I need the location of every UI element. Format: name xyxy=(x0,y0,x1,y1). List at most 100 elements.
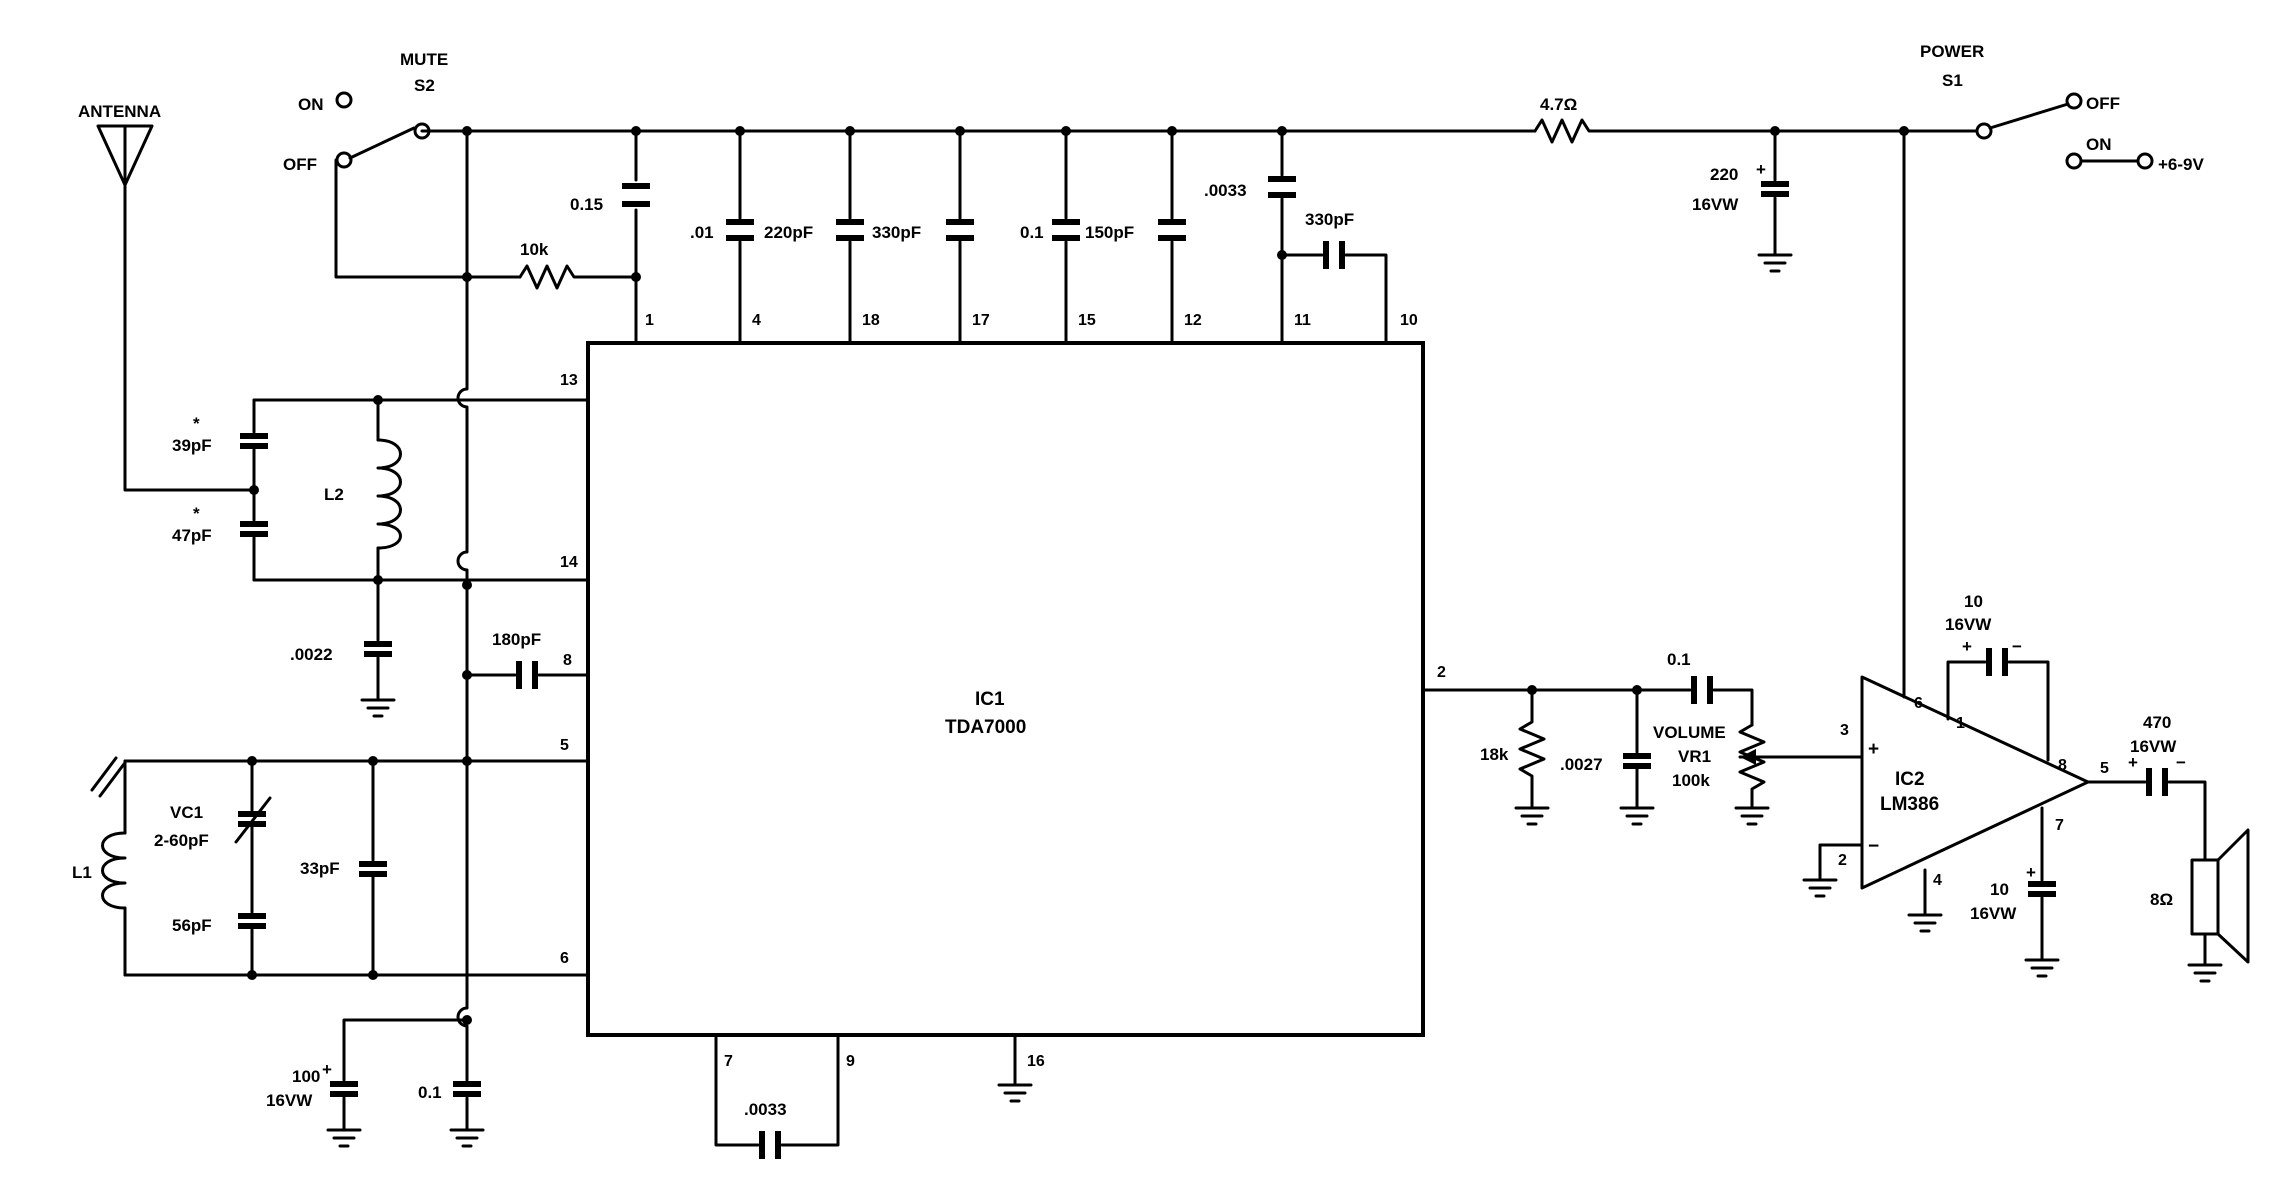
ic1-pin-11: 11 xyxy=(1294,312,1311,329)
plus-100: + xyxy=(322,1060,332,1079)
ic1-pin-5: 5 xyxy=(560,737,569,754)
volume-label: VOLUME xyxy=(1653,723,1726,742)
vr1-val-label: 100k xyxy=(1672,771,1710,790)
ic1-part: TDA7000 xyxy=(945,717,1026,738)
ic1-pin-10: 10 xyxy=(1400,312,1418,329)
ic2-plus: + xyxy=(1868,739,1879,760)
supply-voltage-label: +6-9V xyxy=(2158,155,2204,174)
bottom-left-decoupling: + 100 16VW 0.1 xyxy=(266,1018,485,1148)
c-180pf-label: 180pF xyxy=(492,630,541,649)
mute-ref-label: S2 xyxy=(414,76,435,95)
ic1-tda7000: IC1 TDA7000 xyxy=(586,341,1425,1037)
vr1-label: VR1 xyxy=(1678,747,1711,766)
ic1-bottom-pins: .0033 7 9 16 xyxy=(714,1033,1045,1159)
power-on-label: ON xyxy=(2086,135,2112,154)
c-470-v-label: 16VW xyxy=(2130,737,2177,756)
l1-label: L1 xyxy=(72,863,92,882)
ic1-pin-2: 2 xyxy=(1437,664,1446,681)
antenna-label: ANTENNA xyxy=(78,102,161,121)
ic2-minus: − xyxy=(1868,836,1879,857)
c-100-v-label: 16VW xyxy=(266,1091,313,1110)
ic2-ref: IC2 xyxy=(1895,769,1925,790)
r-18k-label: 18k xyxy=(1480,745,1509,764)
plus-10-top: + xyxy=(1962,637,1972,656)
c-220-label: 220 xyxy=(1710,165,1738,184)
ic1-pin-8: 8 xyxy=(563,652,572,669)
c-0027-label: .0027 xyxy=(1560,755,1603,774)
plus-220: + xyxy=(1756,160,1766,179)
ic1-pin-13: 13 xyxy=(560,372,578,389)
cap-180pf: 180pF 8 xyxy=(465,630,590,689)
l2-label: L2 xyxy=(324,485,344,504)
ic2-part: LM386 xyxy=(1880,794,1939,815)
ic2-pin-5: 5 xyxy=(2100,760,2109,777)
mute-on-label: ON xyxy=(298,95,324,114)
c-220-v-label: 16VW xyxy=(1692,195,1739,214)
c-0022-label: .0022 xyxy=(290,645,333,664)
vc1-label: VC1 xyxy=(170,803,203,822)
star-39pf: * xyxy=(193,414,200,433)
power-off-label: OFF xyxy=(2086,94,2120,113)
vc1-range-label: 2-60pF xyxy=(154,831,209,850)
speaker-label: 8Ω xyxy=(2150,890,2173,909)
ic1-pin-9: 9 xyxy=(846,1053,855,1070)
cap-0022: .0022 xyxy=(290,578,396,718)
l2-tank-circuit: * 39pF * 47pF L2 13 14 xyxy=(172,372,590,585)
power-switch-s1: POWER S1 OFF ON +6-9V xyxy=(1920,42,2204,174)
c-56pf-label: 56pF xyxy=(172,916,212,935)
resistor-4-7-ohm: 4.7Ω xyxy=(1533,95,1597,144)
ic2-pin-6: 6 xyxy=(1914,695,1923,712)
ic1-ref: IC1 xyxy=(975,689,1005,710)
minus-10-top: − xyxy=(2012,637,2022,656)
mute-name-label: MUTE xyxy=(400,50,448,69)
c-100-label: 100 xyxy=(292,1067,320,1086)
c-0-1-top-label: 0.1 xyxy=(1020,223,1044,242)
left-vertical-bus xyxy=(456,126,472,1057)
ic2-pin-3: 3 xyxy=(1840,722,1849,739)
c-10-top-label: 10 xyxy=(1964,592,1983,611)
ic1-pin-12: 12 xyxy=(1184,312,1202,329)
c-0033-top-label: .0033 xyxy=(1204,181,1247,200)
c-0033-bottom-label: .0033 xyxy=(744,1100,787,1119)
ic2-pin-8: 8 xyxy=(2058,757,2067,774)
c-01-label: .01 xyxy=(690,223,714,242)
cap-220uf: + 220 16VW xyxy=(1692,126,1793,273)
c-330pf-a-label: 330pF xyxy=(872,223,921,242)
ic2-pin-2: 2 xyxy=(1838,852,1847,869)
speaker-8-ohm: 8Ω xyxy=(2150,828,2250,983)
ic1-pin-6: 6 xyxy=(560,950,569,967)
c-39pf-label: 39pF xyxy=(172,436,212,455)
c-015-label: 0.15 xyxy=(570,195,603,214)
ic2-pin-4: 4 xyxy=(1933,872,1942,889)
antenna: ANTENNA xyxy=(78,102,256,492)
r-4-7-label: 4.7Ω xyxy=(1540,95,1577,114)
c-470-label: 470 xyxy=(2143,713,2171,732)
l1-vc1-oscillator: L1 VC1 2-60pF 56pF 33pF 5 6 xyxy=(72,737,590,980)
plus-10-bot: + xyxy=(2026,863,2036,882)
ic1-pin-7: 7 xyxy=(724,1053,733,1070)
ic1-pin-18: 18 xyxy=(862,312,880,329)
ic1-pin-1: 1 xyxy=(645,312,654,329)
ic1-pin-15: 15 xyxy=(1078,312,1096,329)
c-47pf-label: 47pF xyxy=(172,526,212,545)
c-10-top-v-label: 16VW xyxy=(1945,615,1992,634)
mute-switch-s2: ON OFF MUTE S2 xyxy=(283,50,469,279)
ic1-pin-17: 17 xyxy=(972,312,990,329)
plus-470: + xyxy=(2128,753,2138,772)
audio-output-network: 2 18k .0027 0.1 VOLUME VR1 100k xyxy=(1421,650,1864,826)
mute-off-label: OFF xyxy=(283,155,317,174)
ic2-lm386: IC2 LM386 + − 6 1 8 10 16VW + − 3 2 4 7 … xyxy=(1802,126,2207,978)
ic1-pin-16: 16 xyxy=(1027,1053,1045,1070)
star-47pf: * xyxy=(193,504,200,523)
ic1-top-pins: 0.15 1 .01 4 220pF 18 330pF 17 0.1 15 15… xyxy=(570,126,1418,345)
ic2-pin-7: 7 xyxy=(2055,817,2064,834)
c-330pf-b-label: 330pF xyxy=(1305,210,1354,229)
c-150pf-label: 150pF xyxy=(1085,223,1134,242)
c-01-volume-label: 0.1 xyxy=(1667,650,1691,669)
ic2-pin-1: 1 xyxy=(1956,715,1965,732)
c-10-bot-v-label: 16VW xyxy=(1970,904,2017,923)
power-ref-label: S1 xyxy=(1942,71,1963,90)
power-name-label: POWER xyxy=(1920,42,1984,61)
c-220pf-label: 220pF xyxy=(764,223,813,242)
